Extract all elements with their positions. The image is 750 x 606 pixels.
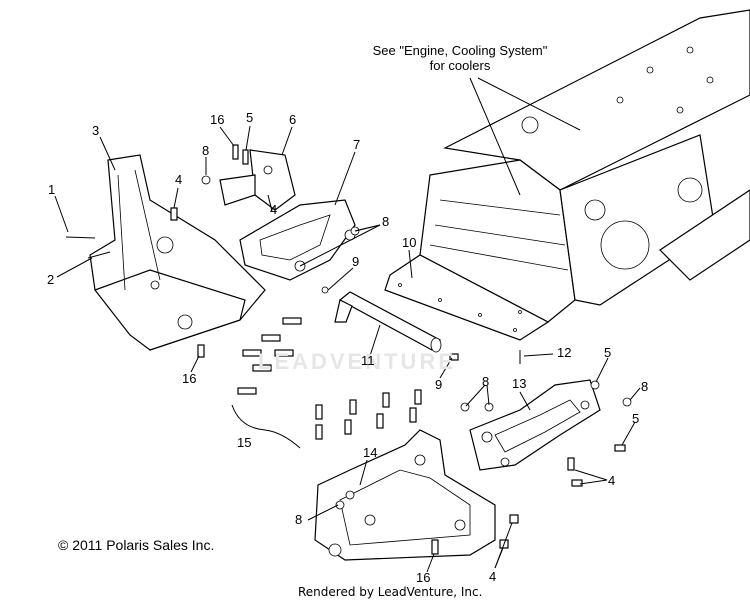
callout-16-a: 16 <box>210 112 225 127</box>
callout-9-a: 9 <box>352 254 360 269</box>
callout-7: 7 <box>353 137 361 152</box>
leader-lines <box>54 125 641 573</box>
callout-15: 15 <box>237 435 252 450</box>
callout-8-a: 8 <box>202 143 210 158</box>
rendered-by-text: Rendered by LeadVenture, Inc. <box>298 585 483 599</box>
callout-10: 10 <box>402 235 417 250</box>
callout-4-b: 4 <box>270 202 278 217</box>
callout-16-c: 16 <box>416 570 431 585</box>
callout-2: 2 <box>47 272 55 287</box>
lower-bulkhead <box>314 429 496 561</box>
bracket-7 <box>239 199 356 281</box>
callout-4-c: 4 <box>608 473 616 488</box>
callout-4-a: 4 <box>175 172 183 187</box>
watermark-text: LEADVENTURE <box>258 349 457 374</box>
callout-12: 12 <box>557 345 572 360</box>
front-bulkhead-left <box>89 154 266 351</box>
callout-3: 3 <box>92 123 100 138</box>
cooler-plate <box>384 254 550 341</box>
callout-8-d: 8 <box>641 379 649 394</box>
callout-8-e: 8 <box>295 512 303 527</box>
note-engine-cooling: See "Engine, Cooling System" for coolers <box>350 43 570 73</box>
note-line-1: See "Engine, Cooling System" <box>372 43 548 58</box>
callout-6: 6 <box>289 112 297 127</box>
bracket-13 <box>469 379 601 471</box>
callout-8-c: 8 <box>482 374 490 389</box>
callout-13: 13 <box>512 376 527 391</box>
callout-11: 11 <box>361 353 375 368</box>
callout-5-b: 5 <box>604 345 612 360</box>
note-line-2: for coolers <box>429 58 491 73</box>
callout-16-b: 16 <box>182 371 197 386</box>
callout-9-b: 9 <box>435 377 443 392</box>
callout-5-a: 5 <box>246 110 254 125</box>
fasteners <box>65 144 632 555</box>
callout-1: 1 <box>48 182 56 197</box>
copyright-text: © 2011 Polaris Sales Inc. <box>58 537 215 553</box>
callout-4-d: 4 <box>489 569 497 584</box>
crossmember-tube <box>334 291 442 353</box>
callout-8-b: 8 <box>382 214 390 229</box>
bracket-6 <box>219 149 296 211</box>
callout-5-c: 5 <box>632 411 640 426</box>
bolt-set <box>231 317 422 449</box>
chassis-tunnel <box>419 9 750 323</box>
callout-14: 14 <box>363 445 378 460</box>
